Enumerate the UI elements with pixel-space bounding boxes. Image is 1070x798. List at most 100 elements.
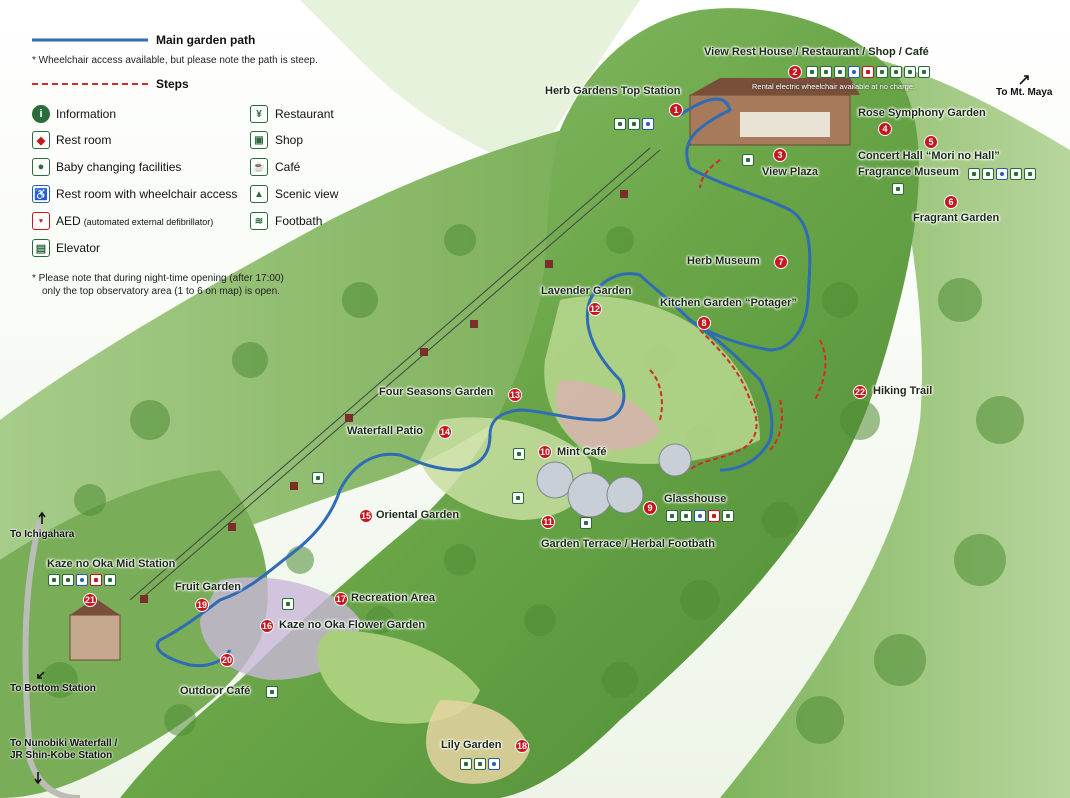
legend-steps-label: Steps: [156, 77, 189, 91]
wheelchair-restroom-icon: [848, 66, 860, 78]
scenic-view-icon: [742, 154, 754, 166]
place-marker-17[interactable]: 17: [334, 592, 348, 606]
legend-path-label: Main garden path: [156, 33, 256, 47]
place-label-22[interactable]: Hiking Trail: [873, 385, 933, 397]
scenic-view-icon: [512, 492, 524, 504]
main-garden-path-branch: [689, 318, 774, 472]
facility-icons-top-station: [614, 118, 654, 130]
facility-icons-rest-house: [806, 66, 930, 78]
place-label-16[interactable]: Kaze no Oka Flower Garden: [279, 619, 426, 631]
restroom-icon: [666, 510, 678, 522]
place-marker-20[interactable]: 20: [220, 653, 234, 667]
scenic-view-icon: [892, 183, 904, 195]
footbath-icon: ≋: [250, 212, 268, 230]
place-marker-6[interactable]: 6: [944, 195, 958, 209]
place-marker-3[interactable]: 3: [773, 148, 787, 162]
restroom-icon: [968, 168, 980, 180]
legend-item-label: Shop: [275, 133, 304, 147]
place-marker-11[interactable]: 11: [541, 515, 555, 529]
fragrance-museum-label: Fragrance Museum: [858, 166, 959, 178]
place-marker-21[interactable]: 21: [83, 593, 97, 607]
place-label-7[interactable]: Herb Museum: [687, 255, 760, 267]
place-marker-22[interactable]: 22: [853, 385, 867, 399]
lower-left-forest: [0, 470, 268, 798]
place-label-6[interactable]: Fragrant Garden: [913, 212, 1000, 224]
road: [22, 519, 81, 798]
place-marker-18[interactable]: 18: [515, 739, 529, 753]
place-label-10[interactable]: Mint Café: [557, 446, 607, 458]
place-label-8[interactable]: Kitchen Garden “Potager”: [660, 297, 797, 309]
gondolas: [140, 190, 628, 603]
facility-icons-mint-cafe: [513, 448, 525, 460]
place-label-17[interactable]: Recreation Area: [351, 592, 435, 604]
place-label-14[interactable]: Waterfall Patio: [347, 425, 423, 437]
baby-changing-icon: [474, 758, 486, 770]
legend-item-label: Rest room: [56, 133, 112, 147]
direction-nunobiki-1[interactable]: To Nunobiki Waterfall /: [10, 738, 118, 749]
restroom-icon: [614, 118, 626, 130]
information-icon: [806, 66, 818, 78]
place-label-13[interactable]: Four Seasons Garden: [379, 386, 494, 398]
elevator-icon: ▤: [32, 239, 50, 257]
ropeway-cable: [139, 149, 661, 601]
place-label-1[interactable]: Herb Gardens Top Station: [545, 85, 681, 97]
elevator-icon: [876, 66, 888, 78]
aed-icon: [90, 574, 102, 586]
place-label-19[interactable]: Fruit Garden: [175, 581, 242, 593]
legend-item-label: Elevator: [56, 241, 101, 255]
place-marker-4[interactable]: 4: [878, 122, 892, 136]
place-marker-16[interactable]: 16: [260, 619, 274, 633]
place-marker-7[interactable]: 7: [774, 255, 788, 269]
place-marker-15[interactable]: 15: [359, 509, 373, 523]
aed-icon: ♥: [32, 212, 50, 230]
legend-item-label: Baby changing facilities: [56, 160, 182, 174]
direction-mt-maya[interactable]: To Mt. Maya: [996, 87, 1053, 98]
direction-arrows: [34, 75, 1029, 785]
place-marker-2[interactable]: 2: [788, 65, 802, 79]
information-icon: i: [32, 105, 50, 123]
place-label-18[interactable]: Lily Garden: [441, 739, 502, 751]
place-label-2[interactable]: View Rest House / Restaurant / Shop / Ca…: [704, 46, 929, 58]
place-label-21[interactable]: Kaze no Oka Mid Station: [47, 558, 176, 570]
facility-icons-fragrance-museum: [968, 168, 1036, 180]
shop-icon: [904, 66, 916, 78]
place-label-15[interactable]: Oriental Garden: [376, 509, 460, 521]
place-label-12[interactable]: Lavender Garden: [541, 285, 632, 297]
direction-nunobiki-2[interactable]: JR Shin-Kobe Station: [10, 750, 113, 761]
night-note-line-2: only the top observatory area (1 to 6 on…: [42, 286, 280, 297]
place-label-3[interactable]: View Plaza: [762, 166, 819, 178]
restroom-icon: [312, 472, 324, 484]
place-label-4[interactable]: Rose Symphony Garden: [858, 107, 986, 119]
place-label-5[interactable]: Concert Hall “Mori no Hall”: [858, 150, 1000, 162]
place-marker-1[interactable]: 1: [669, 103, 683, 117]
place-label-9[interactable]: Glasshouse: [664, 493, 727, 505]
garden-terraces: [200, 296, 760, 784]
cafe-icon: ☕: [250, 158, 268, 176]
restaurant-icon: [890, 66, 902, 78]
place-marker-9[interactable]: 9: [643, 501, 657, 515]
place-marker-14[interactable]: 14: [438, 425, 452, 439]
direction-bottom-station[interactable]: To Bottom Station: [10, 683, 96, 694]
place-marker-19[interactable]: 19: [195, 598, 209, 612]
direction-ichigahara[interactable]: To Ichigahara: [10, 529, 75, 540]
place-marker-13[interactable]: 13: [508, 388, 522, 402]
place-marker-10[interactable]: 10: [538, 445, 552, 459]
wheelchair-restroom-icon: ♿: [32, 185, 50, 203]
aed-icon: [862, 66, 874, 78]
restroom-icon: ◆: [32, 131, 50, 149]
shop-icon: ▣: [250, 131, 268, 149]
place-label-20[interactable]: Outdoor Café: [180, 685, 251, 697]
facility-icons-lily-garden: [460, 758, 500, 770]
facility-icons-fragrant-garden: [892, 183, 904, 195]
facility-icons-garden-terrace-view: [512, 492, 524, 504]
place-marker-12[interactable]: 12: [588, 302, 602, 316]
place-marker-5[interactable]: 5: [924, 135, 938, 149]
footbath-icon: [580, 517, 592, 529]
wheelchair-restroom-icon: [76, 574, 88, 586]
legend-item-label: AED(automated external defibrillator): [56, 214, 214, 228]
cafe-icon: [918, 66, 930, 78]
place-marker-8[interactable]: 8: [697, 316, 711, 330]
place-label-11[interactable]: Garden Terrace / Herbal Footbath: [541, 538, 716, 550]
